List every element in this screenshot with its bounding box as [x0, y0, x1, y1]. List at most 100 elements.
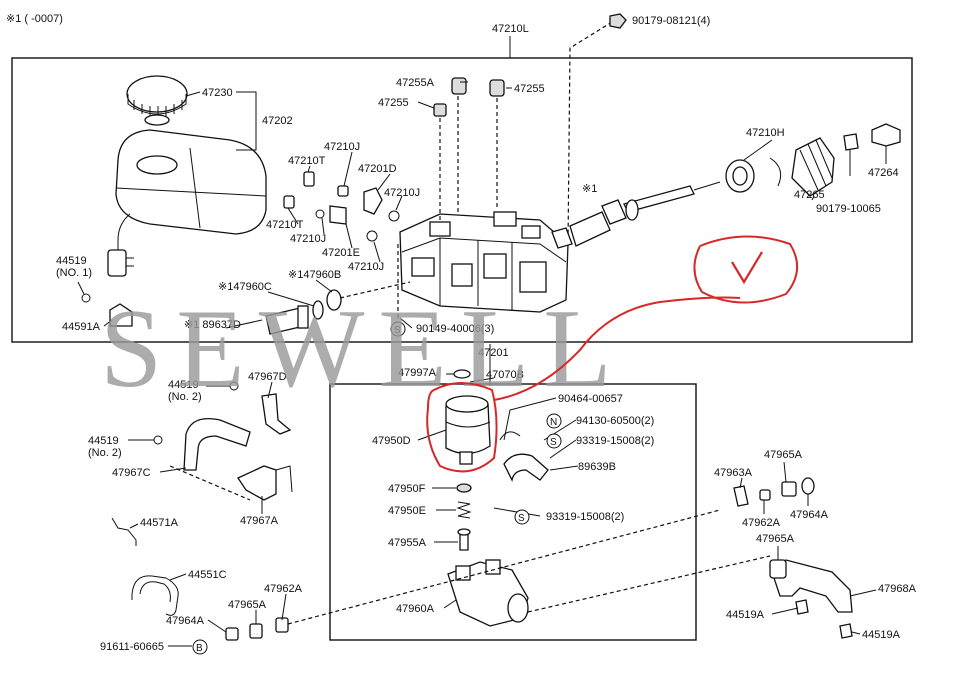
label-44519A-left: 44519A: [726, 609, 765, 621]
label-47967D: 47967D: [248, 371, 287, 383]
grommet-set-left: [225, 617, 289, 641]
level-sensor-wire: [107, 213, 134, 277]
leader-switch: [339, 281, 411, 299]
bracket-47967c: [153, 417, 251, 471]
label-47964A-left: 47964A: [166, 615, 205, 627]
circle-s-90149: [390, 321, 406, 337]
label-47962A-left: 47962A: [264, 583, 303, 595]
clip-47264: [871, 123, 901, 147]
label-47255-right: 47255: [514, 83, 545, 95]
label-47950E: 47950E: [388, 505, 426, 517]
symbol-n-94130: N: [550, 417, 557, 428]
pressure-switch: [265, 289, 342, 335]
grommet-set-right: [759, 477, 815, 501]
label-44519-no2b-sub: (No. 2): [88, 447, 122, 459]
main-assembly-frame: [11, 57, 913, 343]
label-47230: 47230: [202, 87, 233, 99]
leader-lines: [77, 36, 887, 647]
watermark-text: SEWELL: [100, 287, 626, 411]
label-90179-08121: 90179-08121(4): [632, 15, 710, 27]
label-47955A: 47955A: [388, 537, 427, 549]
label-47950D: 47950D: [372, 435, 411, 447]
label-47210H: 47210H: [746, 127, 785, 139]
check-mark-icon: [731, 251, 763, 285]
dust-boot: [791, 137, 835, 197]
label-44519-no2a: 44519: [168, 379, 199, 391]
label-47967C: 47967C: [112, 467, 151, 479]
symbol-b-91611: B: [196, 643, 203, 654]
label-47967A: 47967A: [240, 515, 279, 527]
label-44571A: 44571A: [140, 517, 179, 529]
label-47963A: 47963A: [714, 467, 753, 479]
label-147960B: ※147960B: [288, 269, 341, 281]
label-star1: ※1: [582, 183, 597, 195]
label-47210J-2: 47210J: [384, 187, 420, 199]
circle-s-93319-1: [546, 433, 562, 449]
top-bolt: [609, 13, 627, 29]
symbol-s-93319-1: S: [550, 437, 557, 448]
label-47201E: 47201E: [322, 247, 360, 259]
tube-44551c: [131, 575, 179, 616]
label-47962A-right: 47962A: [742, 517, 781, 529]
red-circle-around-motor: [426, 382, 498, 473]
label-47210J-1: 47210J: [324, 141, 360, 153]
label-90179-10065: 90179-10065: [816, 203, 881, 215]
part-labels: 47210L 90179-08121(4) 47230 47202 47255A…: [56, 15, 917, 653]
pin-47963a: [733, 485, 749, 507]
label-47965A-left: 47965A: [228, 599, 267, 611]
red-check-annotation: [426, 235, 798, 473]
label-94130-60500: 94130-60500(2): [576, 415, 654, 427]
label-47255-left: 47255: [378, 97, 409, 109]
label-47210J-4: 47210J: [348, 261, 384, 273]
reservoir-tank: [115, 129, 267, 235]
label-44551C: 44551C: [188, 569, 227, 581]
label-47210T-1: 47210T: [288, 155, 326, 167]
symbol-s-90149: S: [394, 325, 401, 336]
label-47201: 47201: [478, 347, 509, 359]
nut-90179-10065: [843, 133, 859, 151]
label-147960C: ※147960C: [218, 281, 272, 293]
label-47960A: 47960A: [396, 603, 435, 615]
header-note: ※1 ( -0007): [6, 13, 63, 25]
piston-ring-set: [725, 157, 782, 193]
label-44519-no1: 44519: [56, 255, 87, 267]
red-connector-line: [493, 296, 741, 401]
label-44519-no2b: 44519: [88, 435, 119, 447]
pump-housing-47960a: [447, 559, 529, 627]
label-47210T-2: 47210T: [266, 219, 304, 231]
label-91611-60665: 91611-60665: [100, 641, 164, 653]
label-47070B: 47070B: [486, 369, 524, 381]
label-47265: 47265: [794, 189, 825, 201]
circle-s-93319-2: [514, 509, 530, 525]
label-47210L: 47210L: [492, 23, 529, 35]
label-47965A-right-top: 47965A: [764, 449, 803, 461]
label-47965A-right-mid: 47965A: [756, 533, 795, 545]
label-47201D: 47201D: [358, 163, 397, 175]
label-44591A: 44591A: [62, 321, 101, 333]
spring-parts: [456, 483, 472, 551]
leader-brackets: [169, 465, 251, 501]
red-oval-around-check: [693, 235, 798, 304]
pushrod-assembly: [551, 181, 721, 249]
label-47264: 47264: [868, 167, 899, 179]
label-47950F: 47950F: [388, 483, 426, 495]
leader-housing-to-bracket: [527, 555, 771, 613]
small-fittings: [283, 171, 400, 242]
bracket-47967d: [229, 381, 292, 435]
bracket-44591a: [81, 293, 133, 327]
label-44519A-right: 44519A: [862, 629, 901, 641]
label-89639B: 89639B: [578, 461, 616, 473]
circle-b-91611: [192, 639, 208, 655]
symbol-s-93319-2: S: [518, 513, 525, 524]
label-89637D: ※1 89637D: [184, 319, 241, 331]
bolts-44519a: [795, 599, 853, 639]
circle-n-94130: [546, 413, 562, 429]
label-44519-no1-sub: (NO. 1): [56, 267, 92, 279]
pump-subassembly-frame: [329, 383, 697, 641]
actuator-body: [399, 211, 569, 313]
actuator-plugs: [433, 77, 505, 117]
leader-bolt-top: [567, 21, 613, 245]
label-47964A-right: 47964A: [790, 509, 829, 521]
bracket-47968a: [769, 559, 853, 613]
bracket-47967a: [237, 465, 293, 501]
